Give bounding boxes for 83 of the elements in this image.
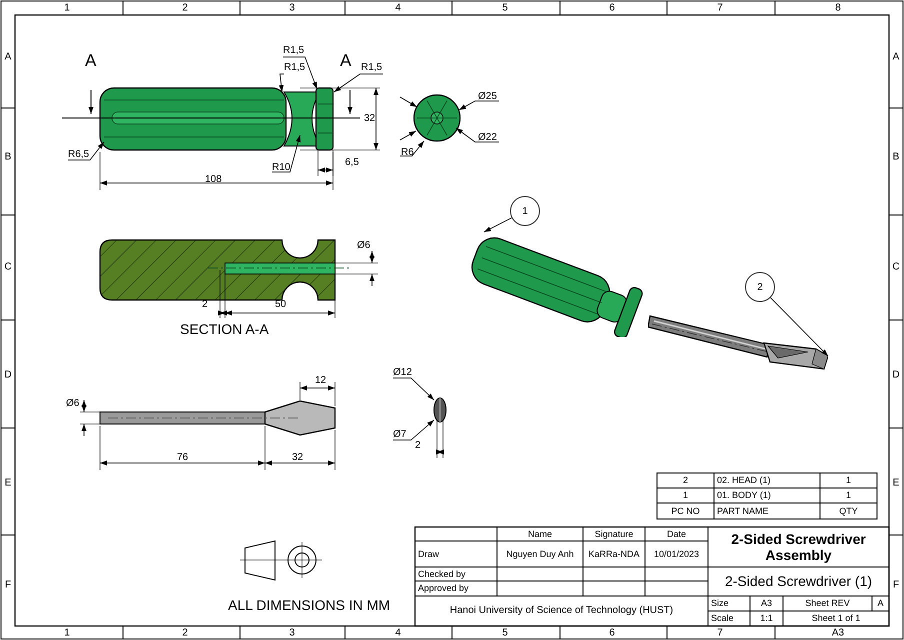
- row-label: Size: [711, 598, 729, 609]
- zone-letter: B: [4, 152, 12, 162]
- sheet-size-text: A3: [832, 628, 844, 638]
- zone-letter: E: [4, 478, 12, 488]
- zone-number: 4: [395, 628, 401, 638]
- table-text: 10/01/2023: [654, 548, 700, 560]
- table-text: 1: [682, 490, 688, 501]
- zone-number: 7: [717, 628, 723, 638]
- drawing-title: 2-Sided Screwdriver Assembly: [730, 530, 867, 564]
- table-text: 2: [682, 475, 688, 486]
- zone-letter: A: [892, 52, 900, 62]
- zone-number: 5: [502, 2, 508, 14]
- zone-letter: F: [892, 580, 900, 590]
- dimension-text: 12: [315, 375, 326, 386]
- table-text: 01. BODY (1): [717, 490, 771, 501]
- dimension-text: Ø6: [66, 398, 80, 409]
- callout-balloon: 1: [510, 196, 540, 226]
- zone-number: 2: [182, 2, 188, 14]
- zone-number: 3: [289, 628, 295, 638]
- dimension-text: R6,5: [68, 149, 90, 160]
- zone-letter: B: [892, 152, 900, 162]
- table-text: 1: [846, 475, 851, 486]
- zone-number: 6: [609, 628, 615, 638]
- zone-number: 5: [502, 628, 508, 638]
- zone-letter: D: [4, 370, 12, 380]
- zone-letter: F: [4, 580, 12, 590]
- dimension-text: Ø22: [478, 132, 497, 143]
- column-header: Signature: [594, 528, 634, 540]
- note-text: ALL DIMENSIONS IN MM: [228, 598, 390, 614]
- zone-number: 1: [64, 2, 70, 14]
- dimension-text: Ø6: [357, 240, 370, 251]
- table-text: KaRRa-NDA: [588, 548, 640, 560]
- part-title: 2-Sided Screwdriver (1): [724, 573, 872, 590]
- callout-balloon: 2: [745, 272, 775, 302]
- zone-letter: C: [4, 262, 12, 272]
- dimension-text: Ø7: [393, 429, 406, 440]
- zone-number: 4: [395, 2, 401, 14]
- leader-line: [484, 217, 512, 232]
- dimension-text: R6: [401, 147, 414, 158]
- column-header: PART NAME: [717, 506, 769, 516]
- dimension-text: 6,5: [345, 157, 359, 168]
- dimension-text: Ø12: [393, 367, 412, 378]
- dimension-text: 76: [177, 452, 188, 463]
- dimension-text: R1,5: [284, 62, 306, 73]
- table-text: 1:1: [760, 613, 773, 624]
- dimension-text: R1,5: [361, 62, 382, 73]
- institution-name: Hanoi University of Science of Technology (HUST): [450, 605, 674, 617]
- table-text: 02. HEAD (1): [717, 475, 771, 486]
- table-text: A: [877, 598, 884, 609]
- dimension-text: 32: [364, 113, 376, 124]
- dimension-text: 108: [205, 174, 222, 185]
- zone-number: 8: [835, 2, 841, 14]
- zone-number: 2: [182, 628, 188, 638]
- table-text: 1: [846, 490, 851, 501]
- leader-line: [770, 297, 828, 356]
- zone-letter: D: [892, 370, 900, 380]
- dimension-text: Ø25: [478, 91, 497, 102]
- dimension-text: 32: [292, 452, 304, 463]
- dimension-text: R10: [272, 162, 290, 173]
- zone-letter: A: [4, 52, 12, 62]
- zone-number: 1: [64, 628, 70, 638]
- column-header: Date: [666, 528, 686, 540]
- column-header: PC NO: [671, 506, 700, 516]
- view-caption: SECTION A-A: [180, 322, 269, 338]
- column-header: Name: [528, 528, 552, 540]
- table-text: Sheet 1 of 1: [812, 613, 860, 624]
- row-label: Scale: [711, 613, 734, 624]
- row-label: Sheet REV: [805, 598, 850, 609]
- column-header: QTY: [839, 506, 858, 516]
- row-label: Draw: [418, 548, 440, 560]
- zone-letter: C: [892, 262, 900, 272]
- section-letter: A: [85, 52, 96, 71]
- zone-number: 7: [717, 2, 723, 14]
- table-text: Nguyen Duy Anh: [506, 548, 574, 560]
- table-text: A3: [760, 598, 772, 609]
- zone-number: 3: [289, 2, 295, 14]
- zone-number: 6: [609, 2, 615, 14]
- row-label: Approved by: [418, 583, 469, 594]
- zone-letter: E: [892, 478, 900, 488]
- dimension-text: R1,5: [283, 45, 304, 56]
- row-label: Checked by: [418, 568, 466, 580]
- dimension-text: 2: [415, 440, 421, 451]
- section-letter: A: [340, 52, 352, 71]
